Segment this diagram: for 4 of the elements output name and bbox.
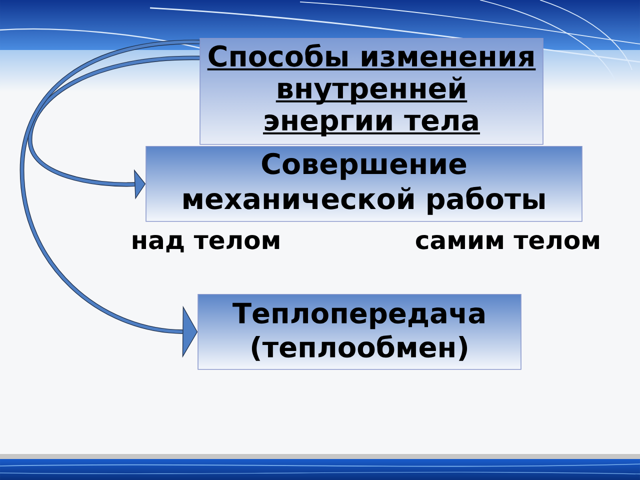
label-text: над телом bbox=[132, 234, 280, 252]
category-box: Совершение механической работы bbox=[146, 146, 582, 222]
label-text: самим телом bbox=[416, 234, 599, 250]
category-box: Теплопередача (теплообмен) bbox=[198, 294, 522, 370]
